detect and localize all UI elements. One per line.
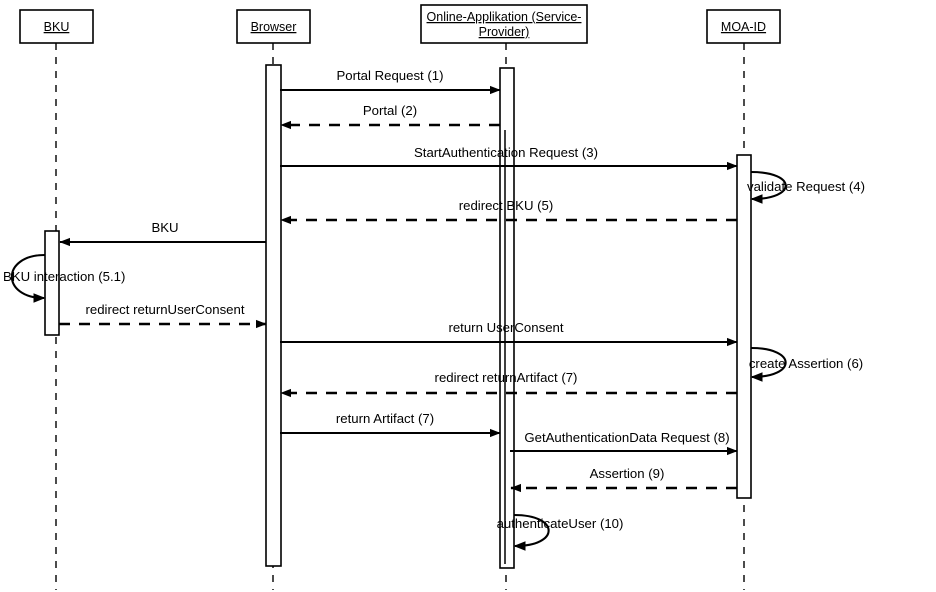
self-message-arc	[750, 170, 787, 204]
self-message-arc	[750, 346, 787, 382]
message-label: validate Request (4)	[747, 179, 865, 194]
message-label: create Assertion (6)	[749, 356, 863, 371]
participant-box[interactable]	[420, 4, 588, 44]
message-label: BKU interaction (5.1)	[3, 269, 125, 284]
message-label: redirect returnArtifact (7)	[435, 370, 578, 385]
message-label: BKU	[151, 220, 178, 235]
participant-bku[interactable]: BKU	[19, 9, 94, 44]
participant-label: Provider)	[479, 25, 530, 39]
message-12: return Artifact (7)	[280, 411, 501, 438]
message-label: redirect returnUserConsent	[85, 302, 244, 317]
message-11: redirect returnArtifact (7)	[280, 370, 737, 398]
message-label: Portal (2)	[363, 103, 417, 118]
message-label: return Artifact (7)	[336, 411, 434, 426]
participant-box[interactable]	[236, 9, 311, 44]
participant-box[interactable]	[19, 9, 94, 44]
activation-bar-bku-4	[44, 230, 60, 336]
participant-online_app[interactable]: Online-Applikation (Service-Provider)	[420, 4, 588, 44]
message-3: StartAuthentication Request (3)	[280, 145, 738, 171]
message-13: GetAuthenticationData Request (8)	[510, 430, 738, 456]
messages-layer: Portal Request (1) Portal (2) StartAuthent…	[3, 68, 865, 551]
message-14: Assertion (9)	[510, 466, 737, 493]
message-7: BKU interaction (5.1)	[3, 253, 125, 303]
message-2: Portal (2)	[280, 103, 500, 130]
message-4: validate Request (4)	[747, 170, 865, 204]
message-1: Portal Request (1)	[280, 68, 501, 95]
message-label: StartAuthentication Request (3)	[414, 145, 598, 160]
message-label: Portal Request (1)	[336, 68, 443, 83]
activation-bar-moa_id-3	[736, 154, 752, 499]
message-5: redirect BKU (5)	[280, 198, 737, 225]
participant-box[interactable]	[706, 9, 781, 44]
message-label: GetAuthenticationData Request (8)	[524, 430, 729, 445]
self-message-arc	[513, 513, 550, 551]
message-10: create Assertion (6)	[749, 346, 863, 382]
participant-label: MOA-ID	[721, 20, 766, 34]
participant-moa_id[interactable]: MOA-ID	[706, 9, 781, 44]
participant-label: BKU	[44, 20, 70, 34]
message-8: redirect returnUserConsent	[59, 302, 267, 329]
message-6: BKU	[59, 220, 266, 247]
participant-boxes-layer: BKU Browser Online-Applikation (Service-Pr…	[19, 4, 781, 44]
activation-bar-online_app-1	[499, 67, 515, 569]
participant-browser[interactable]: Browser	[236, 9, 311, 44]
message-label: redirect BKU (5)	[459, 198, 554, 213]
message-label: return UserConsent	[448, 320, 563, 335]
message-15: authenticateUser (10)	[497, 513, 624, 551]
activations-layer	[44, 64, 752, 569]
message-label: authenticateUser (10)	[497, 516, 624, 531]
self-message-arc	[10, 253, 46, 303]
activation-bar-browser-0	[265, 64, 282, 567]
participant-label: Online-Applikation (Service-	[427, 10, 582, 24]
message-9: return UserConsent	[280, 320, 738, 347]
message-label: Assertion (9)	[590, 466, 665, 481]
participant-label: Browser	[251, 20, 297, 34]
